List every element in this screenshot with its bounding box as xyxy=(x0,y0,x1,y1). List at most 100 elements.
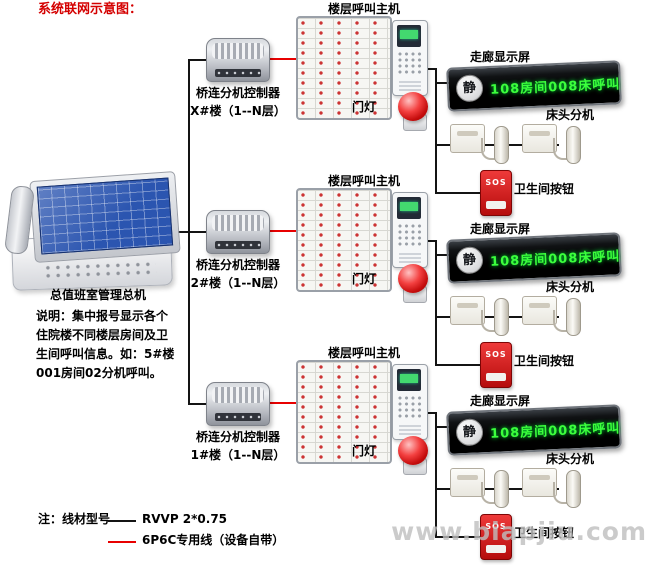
handset-cord xyxy=(553,482,567,504)
bedside-extension-pair xyxy=(522,294,582,342)
bedside-wall-unit xyxy=(450,124,485,153)
controller-ports xyxy=(215,241,261,249)
corridor-display-label: 走廊显示屏 xyxy=(469,222,530,236)
wire-right-trunk xyxy=(435,412,437,538)
bridge-controller-device xyxy=(206,210,270,254)
wire-right-trunk xyxy=(435,68,437,194)
handset-cord xyxy=(481,138,495,160)
controller-ports xyxy=(215,413,261,421)
wire-host-to-right-trunk xyxy=(426,240,437,242)
display-led-text: 108房间008床呼叫 xyxy=(489,421,621,442)
host-lcd xyxy=(400,374,418,383)
wire-to-bathroom xyxy=(437,192,481,194)
floor-host-label: 楼层呼叫主机 xyxy=(327,346,400,360)
sos-label-strip xyxy=(486,201,506,209)
host-speaker-grill xyxy=(399,251,421,263)
wire-branch-tier1 xyxy=(190,59,206,61)
sos-label-strip xyxy=(486,373,506,381)
display-logo-badge: 静 xyxy=(455,74,484,103)
corridor-display-label: 走廊显示屏 xyxy=(469,50,530,64)
wire-to-bathroom xyxy=(437,364,481,366)
host-screen xyxy=(397,25,421,47)
wire-main-trunk xyxy=(188,59,190,405)
bedside-extension-pair xyxy=(522,466,582,514)
sos-label-strip xyxy=(486,545,506,553)
floor-host-button-panel xyxy=(296,188,392,292)
bridge-controller-device xyxy=(206,382,270,426)
floor-host-display-unit xyxy=(392,364,428,440)
wire-branch-tier2 xyxy=(190,231,212,233)
wire-6p6c-controller-host xyxy=(268,402,298,404)
console-description: 说明：集中报号显示各个 住院楼不同楼层房间及卫 生间呼叫信息。如：5#楼 001… xyxy=(36,309,175,380)
corridor-display-screen: 静 108房间008床呼叫 xyxy=(446,60,622,112)
legend-prefix: 注：线材型号 xyxy=(38,512,111,526)
bedside-handset-icon xyxy=(494,470,509,508)
wire-to-display xyxy=(437,82,451,84)
watermark-text: www.biapjiu.com xyxy=(391,517,647,546)
bedside-handset-icon xyxy=(494,126,509,164)
bedside-slot xyxy=(457,475,478,480)
display-led-text: 108房间008床呼叫 xyxy=(489,249,621,270)
controller-ribs xyxy=(212,387,264,403)
bedside-slot xyxy=(529,303,550,308)
tier-building-1: 桥连分机控制器 1#楼（1--N层） 楼层呼叫主机 门灯 走廊显示屏 静 108… xyxy=(0,344,649,560)
controller-label: 桥连分机控制器 xyxy=(195,258,280,272)
console-screen-frame xyxy=(29,171,181,263)
console-screen-grid xyxy=(36,177,174,255)
host-keys xyxy=(397,51,423,75)
wire-to-display xyxy=(437,426,451,428)
sos-text: SOS xyxy=(485,350,507,359)
handset-cord xyxy=(553,138,567,160)
bedside-slot xyxy=(529,131,550,136)
bedside-slot xyxy=(457,131,478,136)
legend-black-wire-label: RVVP 2*0.75 xyxy=(142,512,228,526)
display-logo-badge: 静 xyxy=(455,246,484,275)
bedside-wall-unit xyxy=(450,296,485,325)
wire-right-trunk xyxy=(435,240,437,366)
legend-red-wire-sample xyxy=(108,541,136,543)
door-light-label: 门灯 xyxy=(351,272,376,286)
corridor-display-screen: 静 108房间008床呼叫 xyxy=(446,232,622,284)
bedside-handset-icon xyxy=(566,126,581,164)
sos-text: SOS xyxy=(485,522,507,531)
corridor-display-label: 走廊显示屏 xyxy=(469,394,530,408)
bedside-handset-icon xyxy=(566,470,581,508)
building-label: X#楼（1--N层） xyxy=(190,104,286,118)
bedside-extension-label: 床头分机 xyxy=(545,280,594,294)
host-lcd xyxy=(400,30,418,39)
bedside-extension-pair xyxy=(450,294,510,342)
door-light-label: 门灯 xyxy=(351,444,376,458)
bathroom-button-label: 卫生间按钮 xyxy=(514,526,575,540)
tier-building-x: 桥连分机控制器 X#楼（1--N层） 楼层呼叫主机 门灯 走廊显示屏 静 108… xyxy=(0,0,649,216)
door-light-label: 门灯 xyxy=(351,100,376,114)
bedside-extension-label: 床头分机 xyxy=(545,452,594,466)
building-label: 2#楼（1--N层） xyxy=(190,276,286,290)
bathroom-sos-button: SOS xyxy=(480,170,512,216)
display-logo-badge: 静 xyxy=(455,418,484,447)
floor-host-display-unit xyxy=(392,192,428,268)
bedside-wall-unit xyxy=(522,296,557,325)
door-light-dome-icon xyxy=(398,92,428,121)
bathroom-button-label: 卫生间按钮 xyxy=(514,182,575,196)
handset-cord xyxy=(481,310,495,332)
host-lcd xyxy=(400,202,418,211)
door-light-dome-icon xyxy=(398,264,428,293)
wire-6p6c-controller-host xyxy=(268,58,298,60)
tier-building-2: 桥连分机控制器 2#楼（1--N层） 楼层呼叫主机 门灯 走廊显示屏 静 108… xyxy=(0,172,649,388)
bedside-extension-pair xyxy=(450,122,510,170)
wire-to-display xyxy=(437,254,451,256)
host-speaker-grill xyxy=(399,79,421,91)
bedside-extension-label: 床头分机 xyxy=(545,108,594,122)
floor-host-display-unit xyxy=(392,20,428,96)
console-label: 总值班室管理总机 xyxy=(49,288,146,302)
bedside-slot xyxy=(457,303,478,308)
diagram-title: 系统联网示意图： xyxy=(38,2,143,17)
floor-host-button-panel xyxy=(296,360,392,464)
host-keys xyxy=(397,395,423,419)
host-speaker-grill xyxy=(399,423,421,435)
controller-ribs xyxy=(212,215,264,231)
building-label: 1#楼（1--N层） xyxy=(190,448,286,462)
handset-cord xyxy=(481,482,495,504)
host-keys xyxy=(397,223,423,247)
